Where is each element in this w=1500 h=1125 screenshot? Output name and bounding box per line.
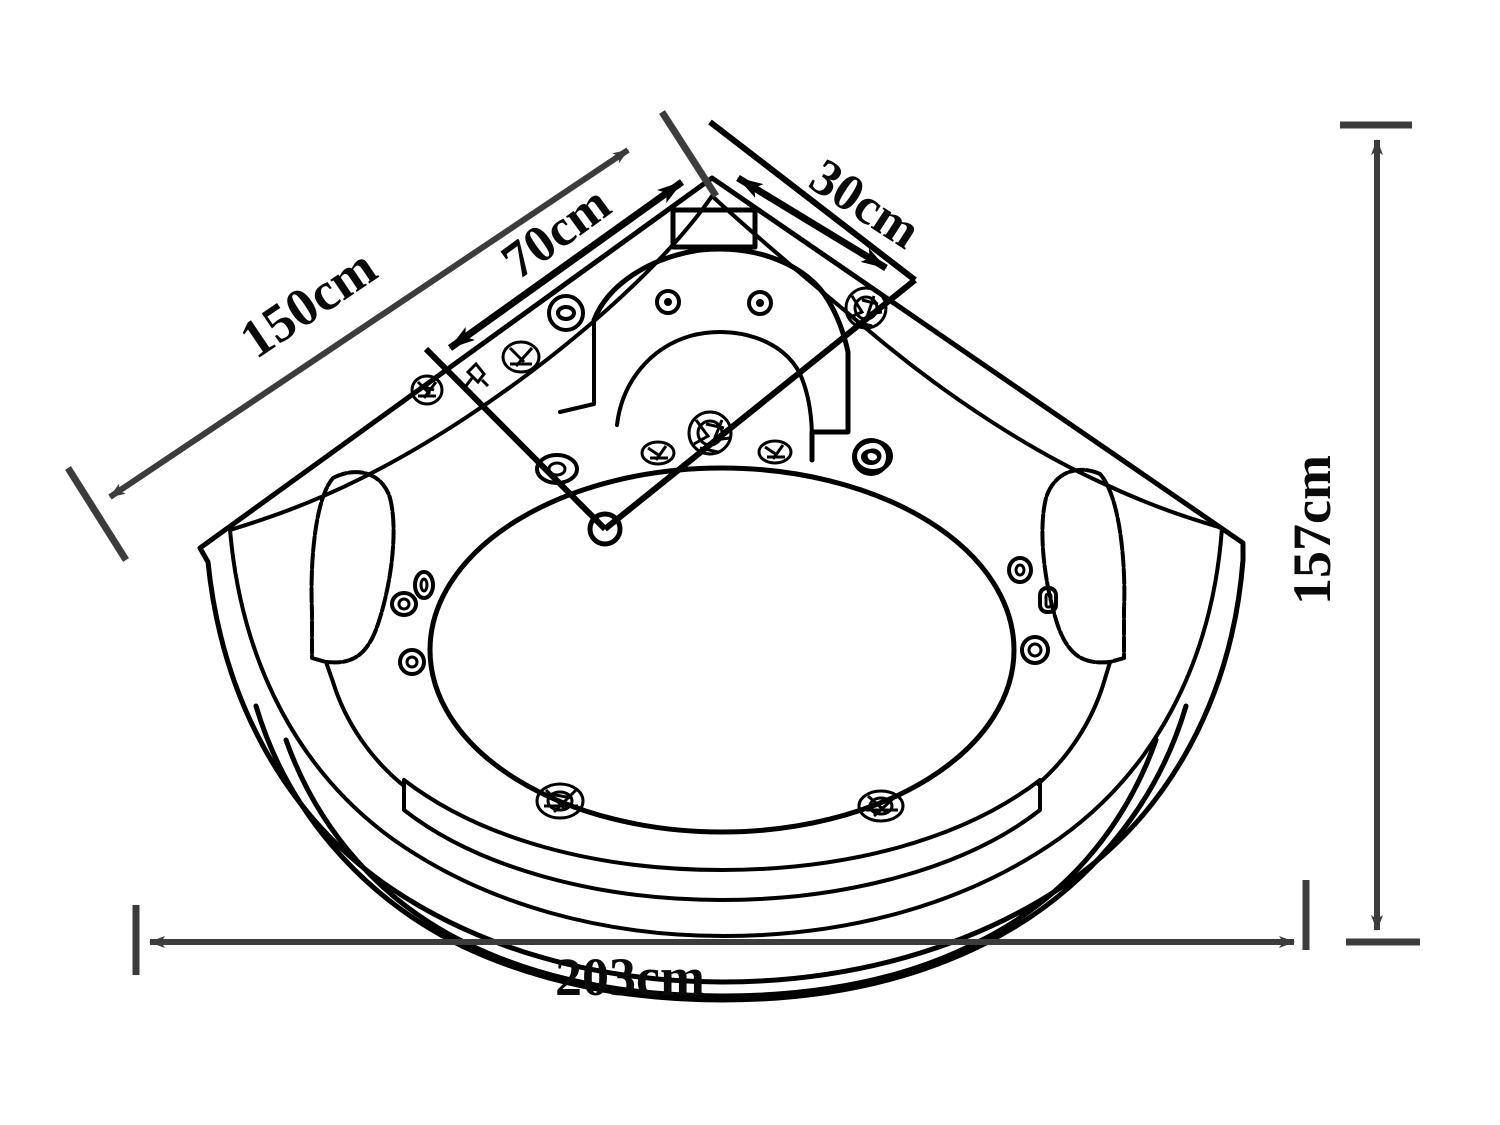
dimension-157cm-label: 157cm — [1282, 455, 1342, 605]
control-left-mid — [390, 591, 418, 617]
leader-line-upper-right-extension — [708, 119, 917, 283]
dimension-70cm: 70cm — [447, 175, 685, 351]
jet-apron-right — [857, 789, 905, 823]
tub-right-armrest-tail — [1036, 660, 1112, 786]
dimension-70cm-line — [447, 179, 685, 351]
jet-backrest-left — [655, 289, 681, 315]
bathtub-outline-group — [197, 175, 1246, 1003]
fixture-center-right-oval — [853, 439, 893, 473]
tub-right-armrest — [1040, 468, 1127, 665]
jets-and-fixtures-group — [390, 286, 1058, 823]
control-left-upper — [413, 570, 435, 600]
construction-leader-lines — [423, 119, 917, 532]
dimension-150cm-label: 150cm — [229, 236, 387, 370]
leader-line-left-diagonal — [423, 346, 608, 532]
tub-backrest-inner — [615, 330, 814, 442]
tub-inner-basin — [427, 465, 1017, 835]
jet-apron-left — [535, 782, 585, 820]
jet-rosette-center-left — [640, 440, 676, 466]
fixture-drain-outlet — [587, 511, 623, 547]
tub-left-armrest — [309, 470, 396, 665]
dimension-150cm-witness-upper — [659, 110, 719, 198]
dimension-150cm-witness-lower — [65, 466, 129, 562]
control-right-lower — [1020, 635, 1050, 665]
dimension-30cm-line — [736, 175, 888, 271]
tub-left-armrest-tail — [324, 660, 406, 788]
jet-backrest-right — [747, 290, 773, 316]
control-right-mid — [1038, 586, 1058, 614]
tub-deck-edge — [228, 194, 1224, 938]
jet-rosette-left-edge-c — [501, 340, 541, 374]
tub-front-apron-outer — [253, 703, 1189, 1003]
dimension-157cm: 157cm — [1282, 121, 1420, 946]
fixture-left-deck-ring — [547, 294, 585, 332]
tub-front-apron-mid — [283, 737, 1159, 999]
jet-rosette-left-edge-b — [464, 361, 490, 388]
dimension-203cm: 203cm — [132, 880, 1310, 1007]
jet-rosette-center-right — [757, 439, 793, 465]
control-left-lower — [398, 648, 426, 676]
control-right-upper — [1007, 556, 1033, 584]
dimension-150cm: 150cm — [65, 110, 719, 562]
dimension-203cm-label: 203cm — [555, 947, 705, 1007]
leader-line-right-diagonal — [603, 277, 917, 532]
tub-apron-strip — [402, 778, 1042, 902]
